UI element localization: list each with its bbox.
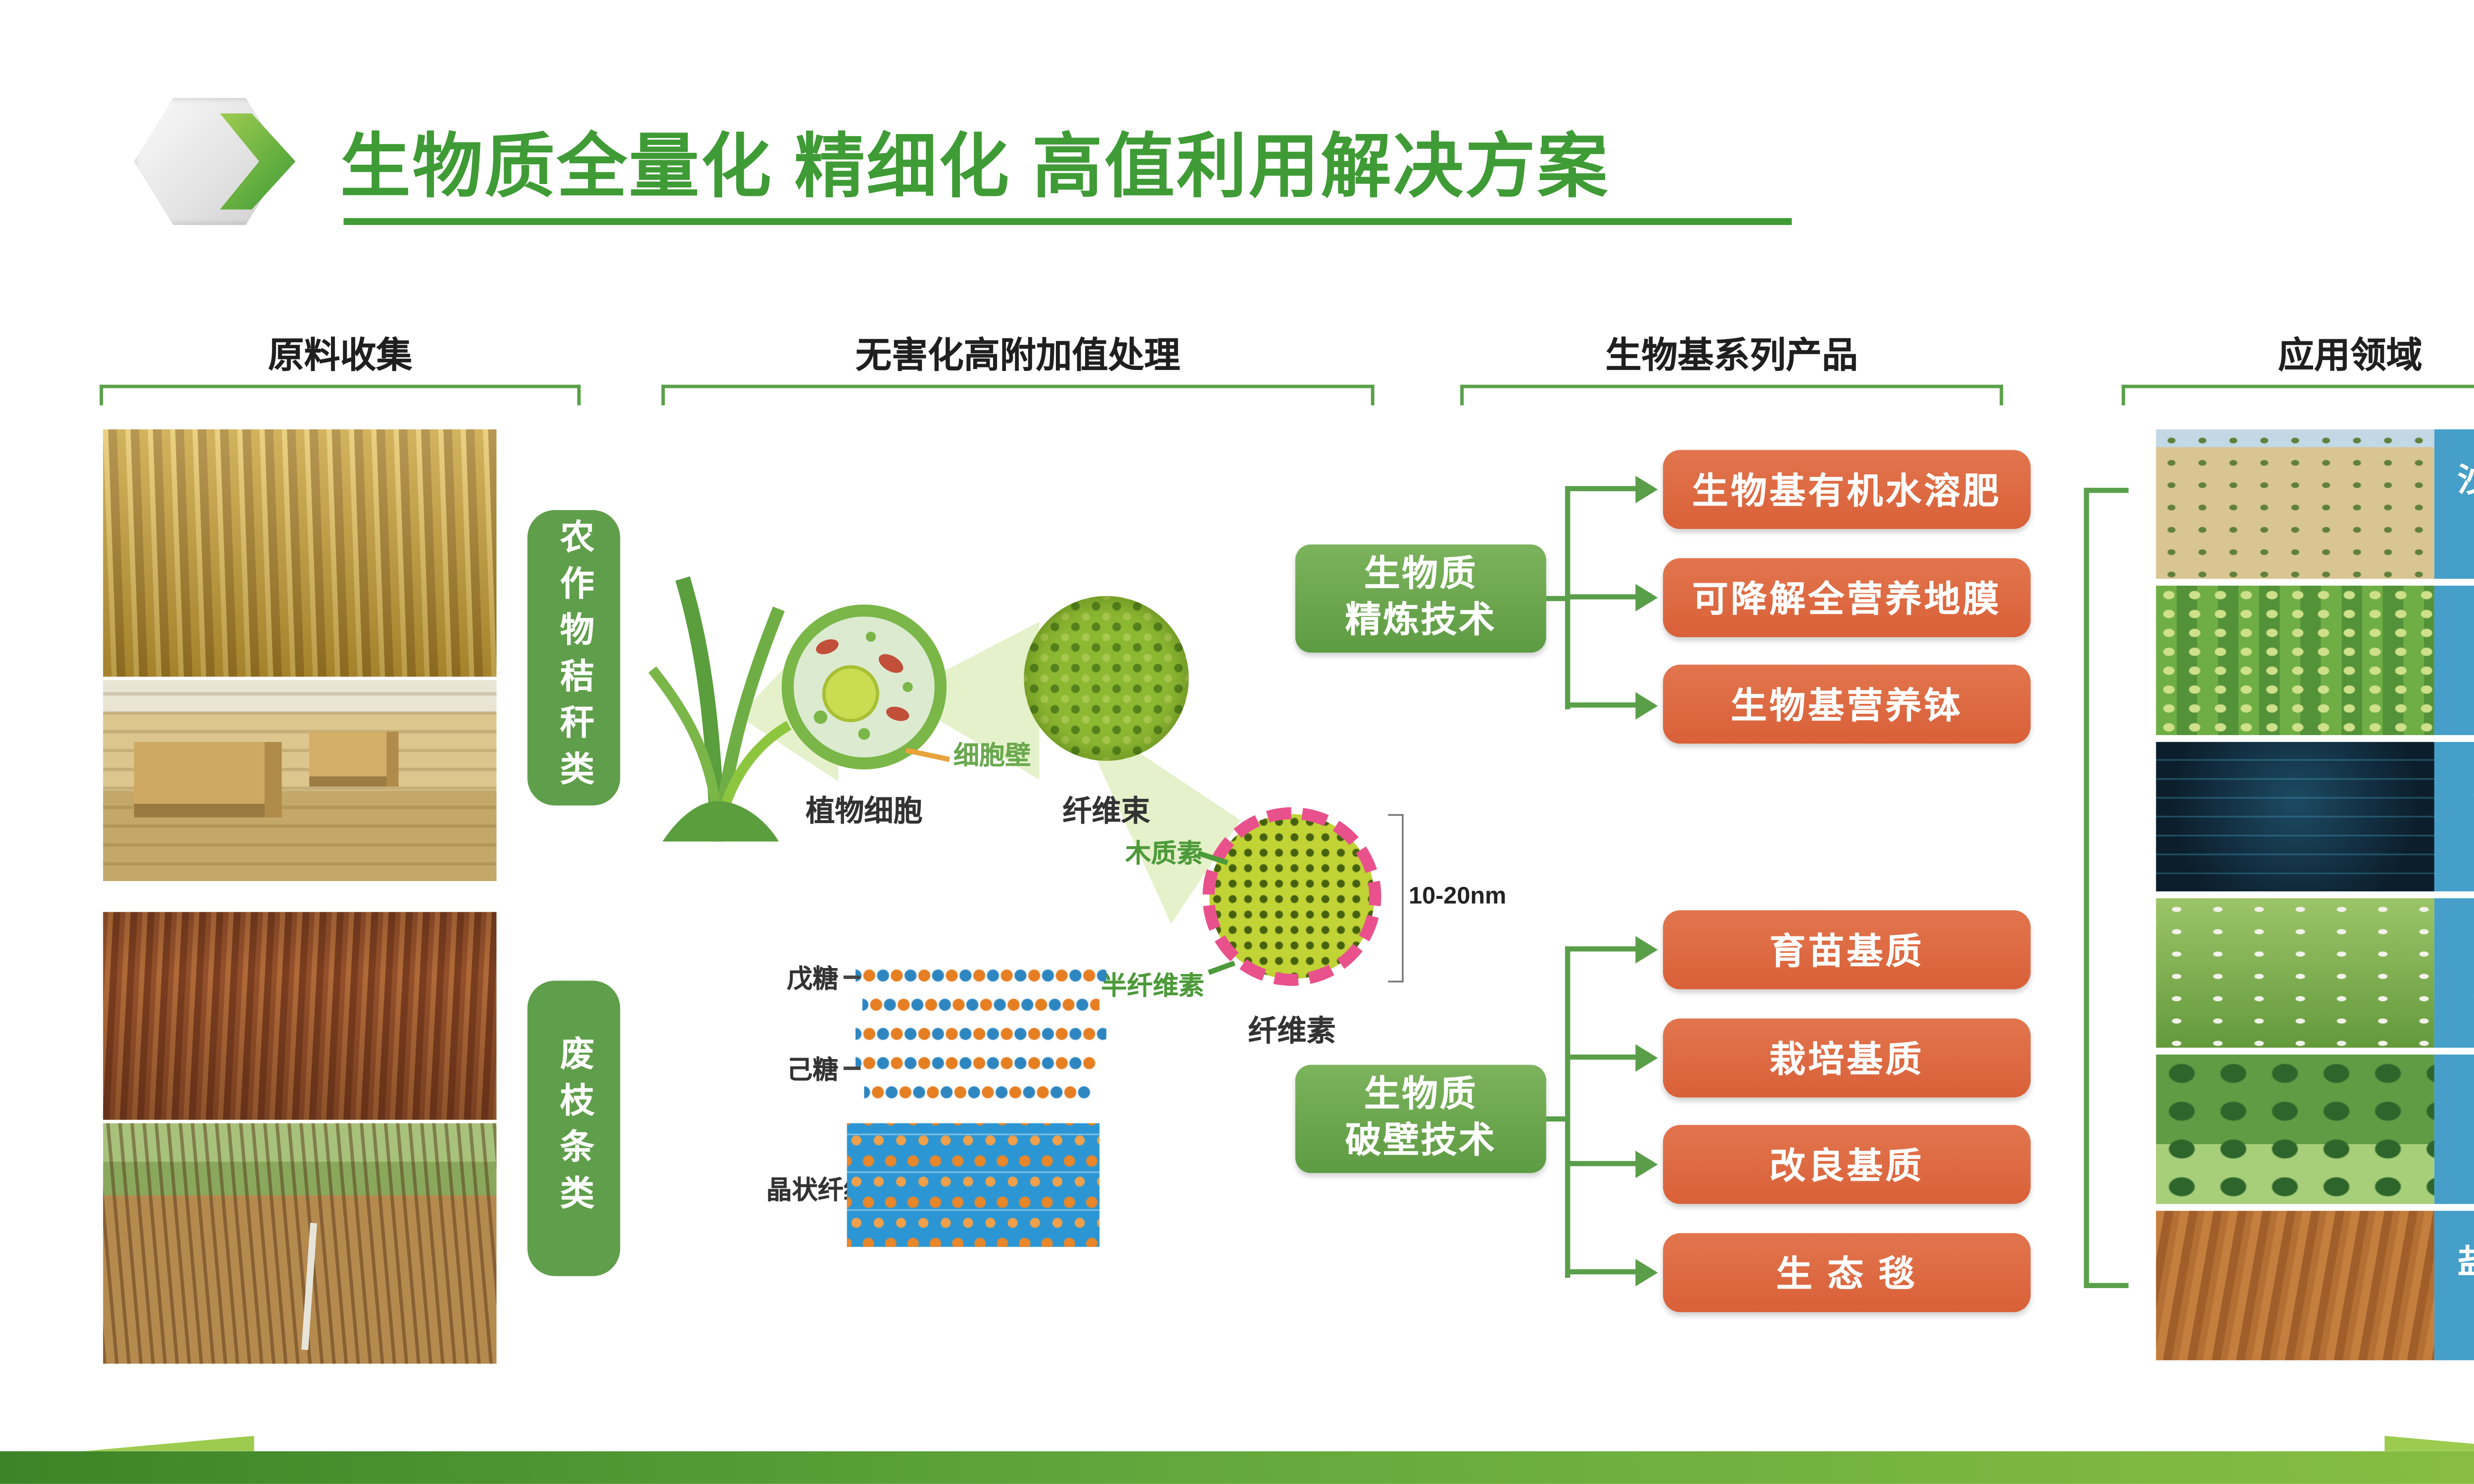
ribbon-wedge-shape (82, 1436, 254, 1451)
app-label-saline-land: 盐碱地 改良 (2434, 1210, 2474, 1360)
sugar-chain-row (864, 1082, 1091, 1103)
hexose-label: 己糖 (787, 1056, 839, 1086)
plant-cell-diagram (781, 604, 947, 770)
section-header-materials: 原料收集 (268, 336, 413, 376)
label-crop-straw-category: 农作物秸秆类 (527, 510, 620, 806)
photo-orchard-branches (103, 1123, 497, 1364)
section-header-applications: 应用领域 (2278, 336, 2423, 376)
arrow-right-icon (1635, 475, 1658, 504)
hexose-leader-line (843, 1067, 861, 1070)
connector-line (1546, 1116, 1569, 1122)
app-label-landscaping: 园林 绿化 (2434, 1054, 2474, 1204)
bracket-processing (661, 384, 1375, 406)
product-nutrition-bowl: 生物基营养钵 (1663, 664, 2031, 744)
sugar-chain-row (862, 994, 1100, 1015)
connector-line (1565, 702, 1637, 708)
scale-label: 10-20nm (1409, 881, 1507, 909)
app-label-desertification: 沙漠化 治理 (2434, 429, 2474, 579)
plant-illustration (648, 576, 792, 842)
arrow-right-icon (1635, 1044, 1658, 1072)
photo-landscaping (2156, 1054, 2434, 1204)
cell-wall-leader-line (905, 747, 950, 761)
plant-cell-label: 植物细胞 (806, 795, 923, 828)
photo-straw-bales (103, 680, 497, 881)
label-waste-branch-category: 废枝条类 (527, 980, 620, 1276)
photo-waste-branches (103, 912, 497, 1120)
page-title: 生物质全量化 精细化 高值利用解决方案 (340, 127, 1610, 206)
photo-saline-land (2156, 1210, 2434, 1360)
product-water-soluble-fertilizer: 生物基有机水溶肥 (1663, 450, 2031, 529)
straw-bale-shape (134, 742, 282, 818)
bracket-materials (99, 384, 581, 406)
app-label-fertility: 肥力 提升 (2434, 585, 2474, 736)
sugar-chain-row (856, 1053, 1096, 1073)
photo-fertility (2156, 585, 2434, 736)
scale-measure-bracket (1388, 814, 1404, 982)
connector-line (1565, 1054, 1637, 1060)
product-degradable-mulch-film: 可降解全营养地膜 (1663, 558, 2031, 638)
product-ecological-blanket: 生 态 毯 (1663, 1233, 2031, 1312)
lignin-label: 木质素 (1125, 839, 1203, 869)
plant-cell-organelles (813, 631, 913, 740)
crystalline-cellulose-diagram (847, 1123, 1100, 1247)
hemicellulose-label: 半纤维素 (1101, 972, 1204, 1002)
product-seedling-substrate: 育苗基质 (1663, 910, 2031, 989)
fiber-bundle-label: 纤维束 (1062, 795, 1150, 828)
arrow-right-icon (1635, 1151, 1658, 1178)
sugar-chain-row (856, 1023, 1106, 1044)
pentose-label: 戊糖 (787, 965, 839, 995)
photo-desertification (2156, 429, 2434, 579)
section-header-processing: 无害化高附加值处理 (856, 336, 1181, 376)
hemicellulose-leader-line (1208, 961, 1236, 974)
app-label-agricultural-data: 农业 数据 (2434, 742, 2474, 891)
photo-livestock (2156, 898, 2434, 1048)
photo-agricultural-data (2156, 742, 2434, 891)
fiber-bundle-diagram (1024, 596, 1189, 761)
straw-bale-shape (309, 732, 399, 787)
bracket-applications (2121, 384, 2474, 406)
cellulose-label: 纤维素 (1248, 1015, 1336, 1048)
cell-wall-label: 细胞壁 (953, 742, 1031, 771)
pole-shape (301, 1222, 317, 1350)
connector-line (1565, 946, 1637, 952)
arrow-right-icon (1635, 936, 1658, 964)
bracket-products (1460, 384, 2003, 406)
tech-box-refining: 生物质 精炼技术 (1295, 544, 1546, 653)
pentose-leader-line (843, 975, 861, 979)
arrow-right-icon (1635, 584, 1658, 612)
connector-line (1565, 594, 1637, 600)
ribbon-wedge-shape (2384, 1436, 2474, 1451)
photo-corn-stalks (103, 429, 497, 677)
connector-line (1546, 596, 1569, 602)
connector-line (1565, 486, 1637, 491)
bottom-ribbon (0, 1451, 2474, 1484)
applications-bracket (2084, 488, 2129, 1288)
sugar-chain-row (856, 965, 1106, 986)
app-label-livestock: 畜牧 养殖 (2434, 898, 2474, 1048)
product-cultivation-substrate: 栽培基质 (1663, 1018, 2031, 1098)
section-header-products: 生物基系列产品 (1605, 336, 1858, 376)
arrow-right-icon (1635, 692, 1658, 720)
product-improved-substrate: 改良基质 (1663, 1125, 2031, 1204)
connector-line (1565, 1161, 1637, 1166)
title-underline (343, 218, 1792, 225)
cellulose-cross-section-diagram (1209, 814, 1375, 979)
tech-box-wall-breaking: 生物质 破壁技术 (1295, 1065, 1546, 1173)
connector-line (1565, 1269, 1637, 1275)
arrow-right-icon (1635, 1258, 1658, 1287)
connector-line (1565, 948, 1570, 1278)
